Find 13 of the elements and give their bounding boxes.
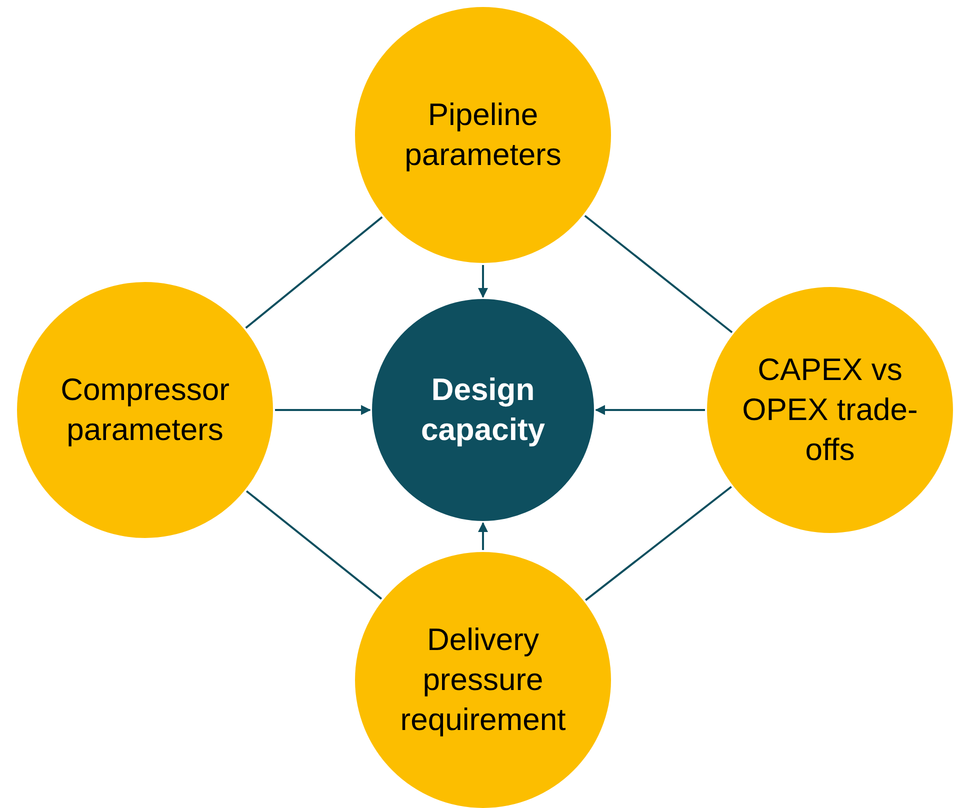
- node-label: Pipeline parameters: [404, 96, 562, 174]
- connector-line: [584, 214, 733, 334]
- node-label: Design capacity: [420, 370, 546, 449]
- arrow: [595, 405, 705, 415]
- node-label: Compressor parameters: [60, 370, 230, 449]
- connector-line: [584, 486, 732, 601]
- arrow: [275, 405, 371, 415]
- node-label: CAPEX vs OPEX trade-offs: [741, 350, 919, 470]
- arrow: [478, 265, 488, 298]
- connector-line: [245, 216, 383, 329]
- arrow: [478, 522, 488, 550]
- connector-line: [246, 490, 382, 600]
- node-label: Delivery pressure requirement: [399, 620, 567, 740]
